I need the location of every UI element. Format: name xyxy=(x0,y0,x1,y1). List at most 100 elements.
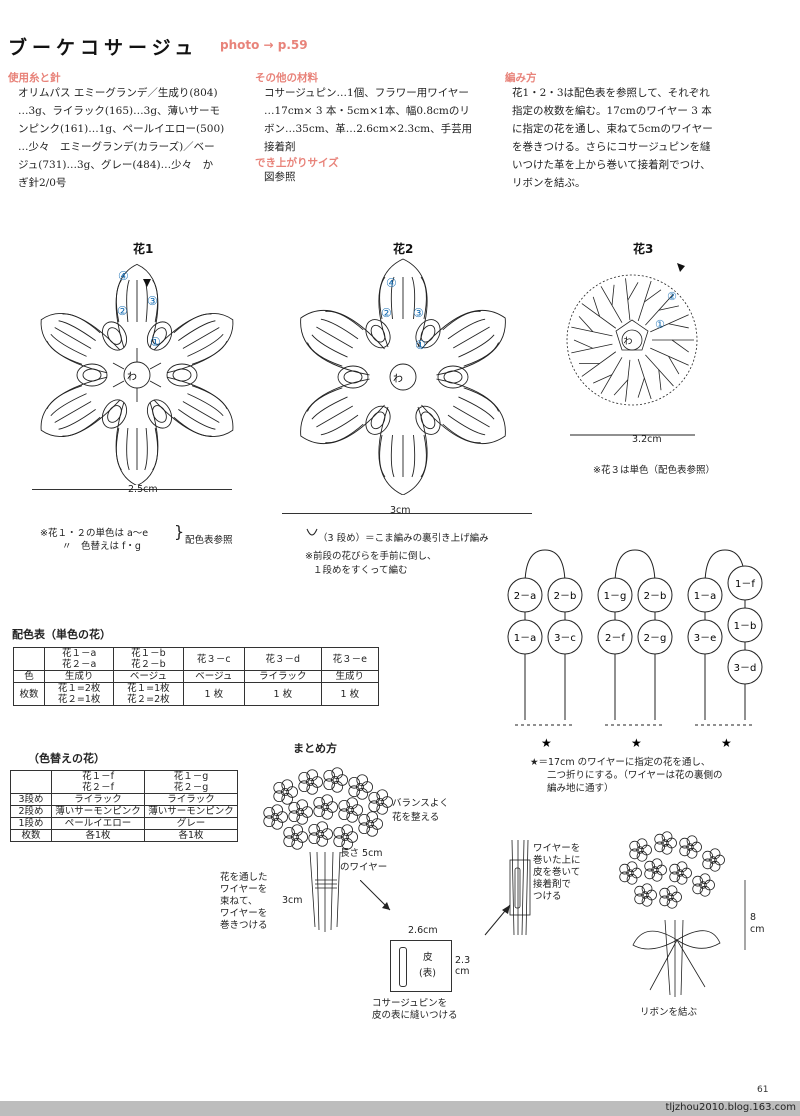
mini-petal xyxy=(271,804,284,816)
stitch xyxy=(182,327,220,349)
petal xyxy=(153,376,234,437)
spoke xyxy=(650,347,689,366)
stitch xyxy=(411,434,416,478)
mini-petal xyxy=(316,821,329,833)
round1-label: ① xyxy=(415,338,426,352)
mini-petal xyxy=(281,793,294,805)
flower-bead xyxy=(507,577,543,613)
stitch xyxy=(54,401,92,423)
stitch xyxy=(306,342,343,367)
bead-label: 2－a xyxy=(514,591,537,602)
bead-label: 3－e xyxy=(694,633,717,644)
mini-petal xyxy=(366,811,379,823)
mini-petal xyxy=(709,860,721,872)
flower1-dim-line xyxy=(32,489,232,490)
mini-petal xyxy=(323,778,335,791)
flower-bead xyxy=(597,619,633,655)
spoke xyxy=(645,293,674,326)
spoke xyxy=(625,359,631,402)
mini-petal xyxy=(348,785,360,798)
mini-petal xyxy=(356,788,369,800)
bead-label: 2－b xyxy=(554,591,577,602)
mini-petal xyxy=(288,801,300,814)
flower2-dim-line xyxy=(282,513,532,514)
round2-label: ② xyxy=(667,290,677,303)
mini-center xyxy=(316,830,325,839)
inner-petal xyxy=(166,363,198,387)
stitch xyxy=(191,385,228,410)
start-arrow-icon xyxy=(677,263,685,272)
mini-center xyxy=(321,803,330,812)
stitch xyxy=(182,401,220,423)
stitch xyxy=(173,416,212,437)
stitch xyxy=(50,333,87,357)
spoke xyxy=(581,351,617,377)
mini-center xyxy=(699,881,707,889)
stitch xyxy=(453,405,490,428)
inner-petal xyxy=(415,319,441,349)
bead-label: 1－a xyxy=(694,591,717,602)
stitch xyxy=(447,318,486,340)
mini-petal xyxy=(629,840,641,852)
stitch xyxy=(178,409,216,430)
round3-label: ③ xyxy=(413,306,424,320)
stitch xyxy=(316,405,353,428)
round4-label: ④ xyxy=(118,269,129,283)
footer-bar: tljzhou2010.blog.163.com xyxy=(0,1101,800,1116)
mini-petal xyxy=(358,813,370,826)
bead-label: 2－b xyxy=(644,591,667,602)
page-number: 61 xyxy=(757,1085,769,1095)
inner-petal xyxy=(337,365,369,389)
stitch xyxy=(442,310,481,331)
photo-reference: photo → p.59 xyxy=(220,38,308,52)
method-heading: 編み方 xyxy=(505,72,537,84)
materials-text: コサージュピン…1個、フラワー用ワイヤー…17cm× 3 本・5cm×1本、幅0… xyxy=(264,87,473,153)
mini-center xyxy=(280,787,289,796)
mini-petal xyxy=(333,826,345,839)
table1-title: 配色表（単色の花） xyxy=(12,628,111,641)
spoke xyxy=(571,326,613,337)
mini-petal xyxy=(669,871,681,883)
mini-petal xyxy=(313,796,325,809)
stitch xyxy=(126,427,130,471)
table2-title: （色替えの花） xyxy=(28,752,105,765)
flower-bead xyxy=(637,577,673,613)
mini-petal xyxy=(281,779,294,791)
flow-arrows xyxy=(360,880,511,936)
mini-petal xyxy=(288,810,300,823)
mini-petal xyxy=(669,863,681,875)
mini-petal xyxy=(702,850,714,862)
mini-petal xyxy=(306,783,319,795)
flower-bead xyxy=(727,565,763,601)
stitch xyxy=(126,279,130,323)
stitch xyxy=(187,393,224,417)
stitch xyxy=(379,276,386,320)
petal xyxy=(378,406,428,495)
stitch xyxy=(46,385,83,410)
mini-center xyxy=(636,846,644,854)
stitch xyxy=(320,414,359,436)
stitch xyxy=(58,320,96,341)
flower-bead xyxy=(547,619,583,655)
stitch xyxy=(458,334,495,358)
bead-label: 3－d xyxy=(734,663,757,674)
table-row: 色 生成り ベージュ ベージュ ライラック 生成り xyxy=(13,670,380,683)
mini-petal xyxy=(699,885,711,897)
mini-petal xyxy=(679,845,691,857)
wrapped-stems xyxy=(509,840,531,935)
flower3-title: 花3 xyxy=(633,242,654,256)
note-color-c: 配色表参照 xyxy=(185,535,233,546)
star-icon: ★ xyxy=(541,736,552,750)
spoke xyxy=(600,286,623,323)
mini-petal xyxy=(273,781,285,794)
stitch xyxy=(311,334,348,358)
mini-petal xyxy=(702,858,714,870)
petal xyxy=(115,263,159,349)
round2-label: ② xyxy=(381,306,392,320)
inner-petal xyxy=(76,363,108,387)
mini-petal xyxy=(666,897,678,909)
flower3-note: ※花３は単色（配色表参照） xyxy=(593,465,715,476)
mini-petal xyxy=(298,771,310,784)
